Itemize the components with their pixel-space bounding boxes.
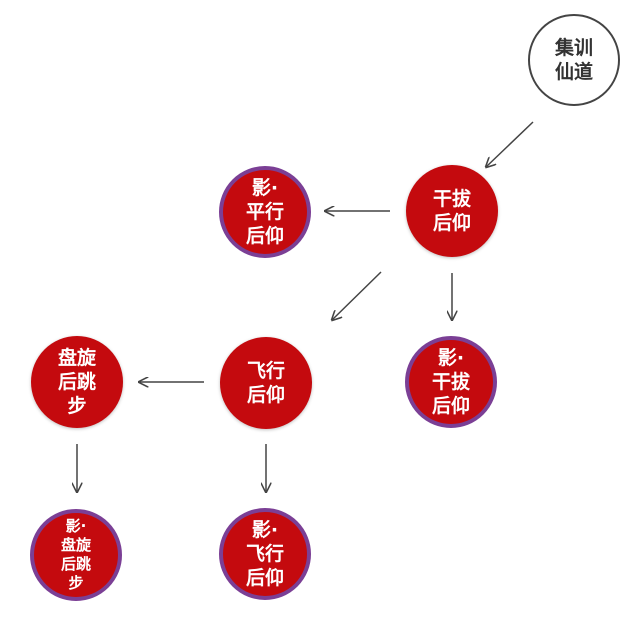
node-start-label: 集训 仙道 [554,37,593,83]
node-pan-xuan: 盘旋 后跳 步 [31,336,123,428]
node-ying-gan-ba-label: 影· 干拔 后仰 [431,347,470,417]
node-fei-xing-label: 飞行 后仰 [246,360,285,406]
node-ying-fei-xing: 影· 飞行 后仰 [219,508,311,600]
node-ying-fei-xing-label: 影· 飞行 后仰 [245,519,284,589]
node-ying-gan-ba: 影· 干拔 后仰 [405,336,497,428]
node-pan-xuan-label: 盘旋 后跳 步 [57,347,96,417]
edge-start-to-gan-ba [486,121,534,167]
node-ying-ping-xing-label: 影· 平行 后仰 [245,177,284,247]
edge-gan-ba-to-fei-xing [332,271,382,320]
node-ying-pan-xuan: 影· 盘旋 后跳 步 [30,509,122,601]
node-gan-ba: 干拔 后仰 [406,165,498,257]
node-ying-pan-xuan-label: 影· 盘旋 后跳 步 [60,517,91,592]
node-start: 集训 仙道 [528,14,620,106]
node-gan-ba-label: 干拔 后仰 [432,188,471,234]
node-ying-ping-xing: 影· 平行 后仰 [219,166,311,258]
node-fei-xing: 飞行 后仰 [220,337,312,429]
